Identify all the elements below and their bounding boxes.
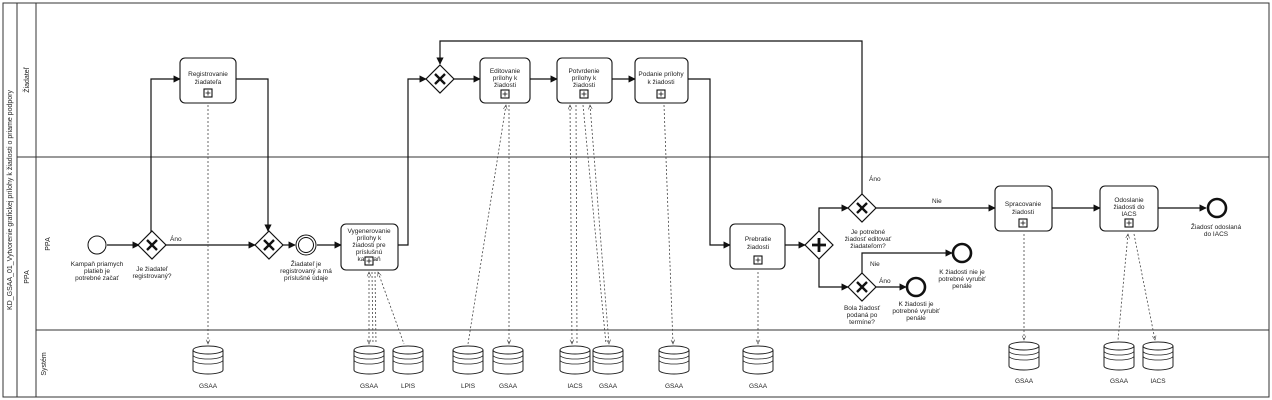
svg-text:GSAA: GSAA bbox=[1015, 378, 1034, 385]
gateway-exclusive-edit-loop[interactable] bbox=[425, 64, 455, 94]
subprocess-marker-icon bbox=[364, 256, 374, 266]
svg-text:GSAA: GSAA bbox=[499, 383, 518, 390]
subprocess-marker-icon bbox=[1018, 218, 1028, 228]
subprocess-marker-icon bbox=[500, 89, 510, 99]
svg-text:GSAA: GSAA bbox=[199, 383, 218, 390]
end-event-penalty[interactable] bbox=[905, 276, 927, 298]
svg-text:GSAA: GSAA bbox=[360, 383, 379, 390]
x-marker-icon bbox=[434, 73, 446, 85]
x-marker-icon bbox=[856, 202, 868, 214]
gateway-exclusive-merge[interactable] bbox=[254, 230, 284, 260]
flow-label-no-edit: Nie bbox=[932, 198, 942, 205]
data-store-gsaa[interactable]: GSAA bbox=[592, 345, 624, 390]
end-event-no-penalty[interactable] bbox=[951, 242, 973, 264]
x-marker-icon bbox=[146, 239, 158, 251]
data-store-lpis[interactable]: LPIS bbox=[392, 345, 424, 390]
gateway-exclusive-ontime-question[interactable] bbox=[847, 272, 877, 302]
intermediate-event[interactable] bbox=[295, 234, 317, 256]
flow-label-yes-edit: Áno bbox=[869, 174, 881, 183]
lane-label-system: Systém bbox=[41, 352, 48, 376]
svg-text:GSAA: GSAA bbox=[1110, 378, 1129, 385]
subprocess-marker-icon bbox=[1124, 218, 1134, 228]
flow-label-no-ontime: Nie bbox=[870, 261, 880, 268]
subprocess-marker-icon bbox=[579, 89, 589, 99]
flow-label-yes-registered: Áno bbox=[170, 234, 182, 243]
gateway-exclusive-edit-question[interactable] bbox=[847, 193, 877, 223]
x-marker-icon bbox=[856, 281, 868, 293]
lane-label-ppa-group: PPA bbox=[24, 270, 31, 284]
svg-text:GSAA: GSAA bbox=[749, 383, 768, 390]
flow-label-yes-ontime: Áno bbox=[879, 276, 891, 285]
subprocess-marker-icon bbox=[203, 88, 213, 98]
data-store-iacs[interactable]: IACS bbox=[559, 345, 591, 390]
svg-text:GSAA: GSAA bbox=[599, 383, 618, 390]
lane-label-applicant: Žiadateľ bbox=[22, 66, 31, 92]
subprocess-marker-icon bbox=[656, 89, 666, 99]
x-marker-icon bbox=[263, 239, 275, 251]
data-store-gsaa[interactable]: GSAA bbox=[492, 345, 524, 390]
data-store-gsaa[interactable]: GSAA bbox=[1103, 341, 1135, 385]
end-event-sent-to-iacs[interactable] bbox=[1206, 197, 1228, 219]
data-store-iacs[interactable]: IACS bbox=[1142, 341, 1174, 385]
data-store-lpis[interactable]: LPIS bbox=[452, 345, 484, 390]
lane-label-ppa: PPA bbox=[45, 237, 52, 251]
gateway-parallel[interactable] bbox=[804, 230, 834, 260]
plus-marker-icon bbox=[812, 238, 826, 252]
svg-text:IACS: IACS bbox=[1150, 378, 1166, 385]
sequence-flows bbox=[107, 40, 1207, 291]
svg-text:LPIS: LPIS bbox=[461, 383, 476, 390]
subprocess-marker-icon bbox=[753, 255, 763, 265]
gateway-exclusive-registered[interactable] bbox=[137, 230, 167, 260]
start-event[interactable] bbox=[87, 235, 107, 255]
svg-text:IACS: IACS bbox=[567, 383, 583, 390]
data-associations bbox=[208, 105, 1155, 344]
data-store-gsaa[interactable]: GSAA bbox=[658, 345, 690, 390]
svg-text:GSAA: GSAA bbox=[665, 383, 684, 390]
data-store-gsaa[interactable]: GSAA bbox=[742, 345, 774, 390]
data-store-gsaa[interactable]: GSAA bbox=[1008, 341, 1040, 385]
svg-text:LPIS: LPIS bbox=[401, 383, 416, 390]
pool-label: KD_GSAA_01_Vytvorenie grafickej prílohy … bbox=[7, 90, 14, 310]
data-store-gsaa[interactable]: GSAA bbox=[192, 345, 224, 390]
data-store-gsaa[interactable]: GSAA bbox=[353, 345, 385, 390]
